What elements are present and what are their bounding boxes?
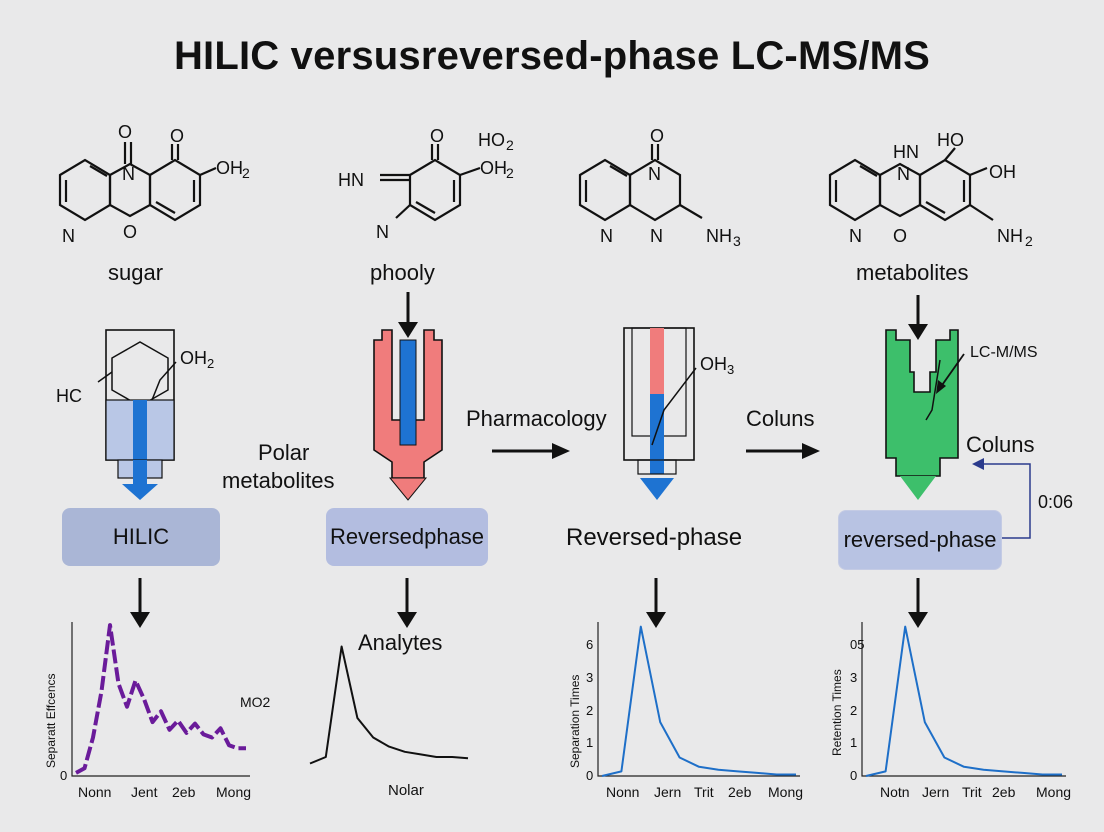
reversed-column-red <box>373 292 443 501</box>
svg-text:OH: OH <box>480 158 507 178</box>
chart-3-ytick: 6 <box>586 637 594 653</box>
svg-text:HN: HN <box>338 170 364 190</box>
method-box-hilic: HILIC <box>62 508 220 566</box>
svg-text:O: O <box>893 226 907 246</box>
hilic-column <box>97 329 177 500</box>
svg-text:OH: OH <box>989 162 1016 182</box>
column-1-atom-oh2: OH2 <box>180 348 214 371</box>
svg-text:O: O <box>123 222 137 242</box>
chart-3-xtick: Jern <box>654 784 682 800</box>
svg-text:HO: HO <box>478 130 505 150</box>
label-time: 0:06 <box>1038 492 1074 512</box>
svg-text:HO: HO <box>937 130 964 150</box>
feedback-loop <box>980 463 1031 539</box>
chart-3-axes <box>597 622 800 777</box>
svg-text:HN: HN <box>893 142 919 162</box>
diagram-title: HILIC versusreversed-phase LC-MS/MS <box>173 34 931 78</box>
chart-3-ytick: 2 <box>586 702 594 718</box>
chart-label-noz: MO2 <box>240 694 271 710</box>
chart-4-axes <box>861 622 1066 777</box>
chart-3-series-line <box>601 625 796 777</box>
chart-4-xtick: 2eb <box>992 784 1016 800</box>
svg-text:N: N <box>600 226 613 246</box>
chart-4-ylabel: Retention Times <box>830 669 844 756</box>
chart-4-series-line <box>865 625 1062 777</box>
chart-1-series-line <box>75 623 246 775</box>
chart-3-xtick: Mong <box>768 784 804 800</box>
molecule-label-sugar: sugar <box>108 260 164 285</box>
chart-4-ytick: 1 <box>850 735 858 751</box>
chart-3-xtick: 2eb <box>728 784 752 800</box>
svg-text:2: 2 <box>506 165 514 181</box>
svg-text:N: N <box>650 226 663 246</box>
label-metabolites: metabolites <box>222 468 335 493</box>
method-box-reversed-phase-4: reversed-phase <box>838 510 1002 570</box>
svg-text:O: O <box>170 126 184 146</box>
chart-4-ytick: 2 <box>850 702 858 718</box>
chart-2-series-line <box>309 645 469 765</box>
label-pharmacology: Pharmacology <box>466 406 607 431</box>
green-column <box>885 295 965 500</box>
svg-text:NH: NH <box>997 226 1023 246</box>
chart-4-xtick: Notn <box>880 784 910 800</box>
chart-4-xtick: Mong <box>1036 784 1072 800</box>
molecule-label-metabolites: metabolites <box>856 260 969 285</box>
svg-text:N: N <box>62 226 75 246</box>
column-1-atom-hc: HC <box>56 386 82 406</box>
svg-text:OH: OH <box>216 158 243 178</box>
method-label-reversed-phase: Reversed-phase <box>566 524 743 551</box>
molecule-label-phooly: phooly <box>370 260 435 285</box>
svg-text:2: 2 <box>506 137 514 153</box>
svg-text:O: O <box>118 122 132 142</box>
chart-3-xtick: Trit <box>694 784 714 800</box>
svg-text:N: N <box>849 226 862 246</box>
label-coluns-2: Coluns <box>966 432 1035 457</box>
chart-1-ytick: 0 <box>60 768 68 783</box>
chart-2-xtick: Nolar <box>388 782 424 799</box>
chart-1-xtick: 2eb <box>172 784 196 800</box>
column-3-atom-oh3: OH3 <box>700 354 734 377</box>
svg-text:3: 3 <box>733 233 741 249</box>
method-box-reversedphase: Reversedphase <box>326 508 488 566</box>
label-polar: Polar <box>258 440 310 465</box>
svg-text:2: 2 <box>242 165 250 181</box>
svg-text:2: 2 <box>1025 233 1033 249</box>
svg-text:O: O <box>650 126 664 146</box>
chart-3-ylabel: Separation Times <box>568 674 582 768</box>
reversed-column-3 <box>623 327 697 500</box>
svg-text:N: N <box>648 164 661 184</box>
svg-text:O: O <box>430 126 444 146</box>
chart-3-ytick: 0 <box>586 768 594 783</box>
chart-4-ytick: 0 <box>850 768 858 783</box>
chart-4-xtick: Jern <box>922 784 950 800</box>
svg-text:NH: NH <box>706 226 732 246</box>
label-coluns-1: Coluns <box>746 406 815 431</box>
svg-text:N: N <box>376 222 389 242</box>
svg-text:N: N <box>897 164 910 184</box>
svg-text:N: N <box>122 164 135 184</box>
chart-3-ytick: 1 <box>586 735 594 751</box>
chart-4-xtick: Trit <box>962 784 982 800</box>
chart-1-xtick: Nonn <box>78 784 112 800</box>
chart-1-ylabel: Separatt Effcencs <box>44 673 58 769</box>
label-lc-mms: LC-M/MS <box>970 344 1038 361</box>
chart-label-analytes: Analytes <box>358 630 443 655</box>
chart-1-xtick: Mong <box>216 784 252 800</box>
chart-1-xtick: Jent <box>131 784 158 800</box>
chart-4-ytick: 05 <box>850 637 865 653</box>
chart-1-axes <box>71 622 250 777</box>
chart-3-xtick: Nonn <box>606 784 640 800</box>
chart-3-ytick: 3 <box>586 669 594 685</box>
chart-4-ytick: 3 <box>850 669 858 685</box>
